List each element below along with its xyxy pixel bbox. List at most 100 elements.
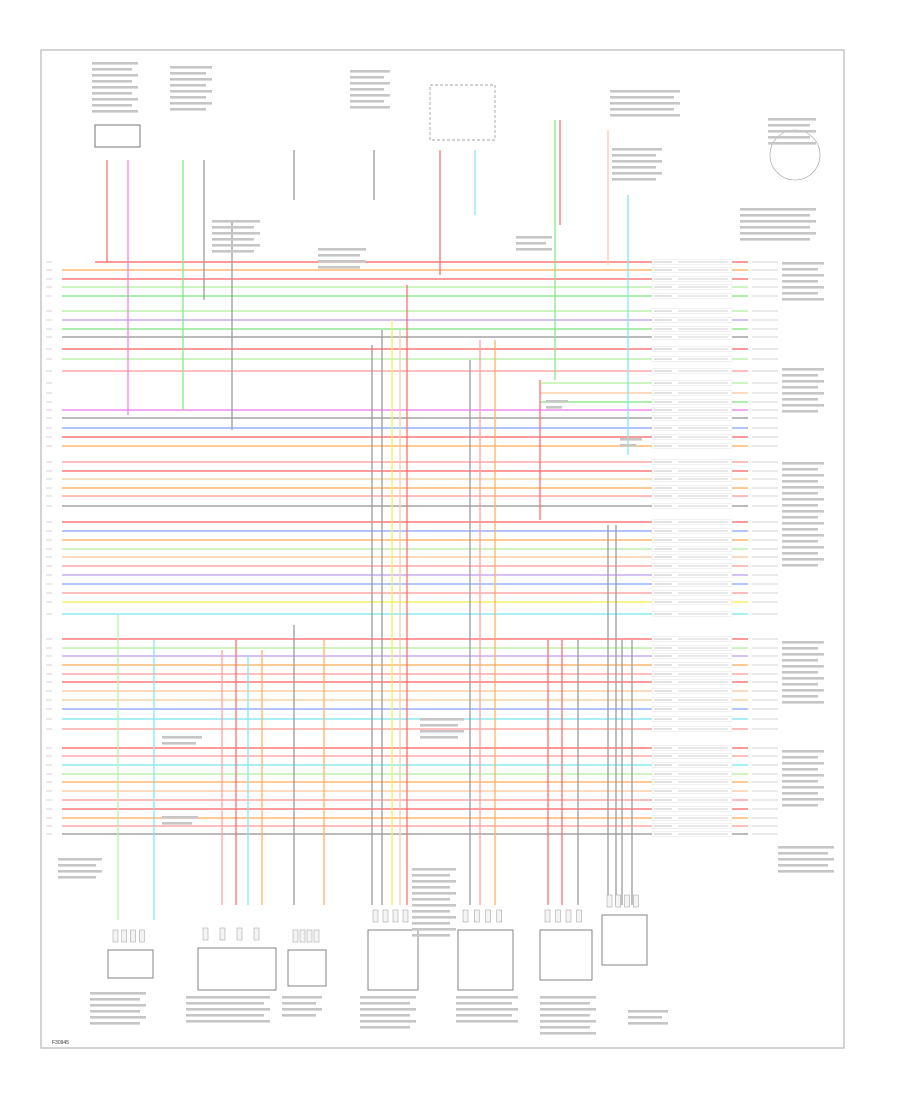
label-line	[540, 1026, 590, 1029]
connector-pin	[202, 927, 209, 941]
label-line	[170, 66, 212, 69]
bottom-connector	[197, 947, 277, 991]
label-line	[360, 1020, 416, 1023]
connector-pin	[555, 909, 561, 923]
label-line	[360, 1008, 416, 1011]
label-line	[782, 695, 818, 698]
label-line	[90, 1004, 146, 1007]
label-line	[170, 108, 206, 111]
label-line	[540, 1032, 596, 1035]
label-line	[90, 1016, 146, 1019]
connector-pin	[299, 929, 306, 943]
label-line	[350, 76, 384, 79]
label-line	[782, 462, 824, 465]
label-line	[92, 98, 138, 101]
label-line	[782, 792, 818, 795]
label-line	[92, 86, 138, 89]
label-line	[782, 546, 824, 549]
label-line	[162, 742, 196, 745]
label-line	[412, 922, 450, 925]
label-line	[782, 510, 824, 513]
bottom-connector	[287, 949, 327, 987]
label-line	[782, 804, 818, 807]
label-line	[456, 1002, 512, 1005]
label-line	[782, 558, 824, 561]
connector-pin	[292, 929, 299, 943]
label-line	[90, 998, 140, 1001]
label-line	[782, 768, 818, 771]
label-line	[282, 1014, 316, 1017]
label-line	[782, 492, 818, 495]
label-line	[360, 1026, 410, 1029]
label-line	[540, 1014, 590, 1017]
label-line	[58, 870, 102, 873]
label-line	[782, 380, 824, 383]
label-line	[186, 1014, 264, 1017]
connector-pin	[392, 909, 399, 923]
label-line	[412, 928, 456, 931]
label-line	[58, 876, 96, 879]
label-line	[92, 110, 138, 113]
label-line	[170, 84, 206, 87]
connector-pin	[306, 929, 313, 943]
label-line	[782, 474, 824, 477]
connector-pin	[624, 894, 630, 908]
label-line	[782, 286, 824, 289]
label-line	[782, 262, 824, 265]
label-line	[516, 236, 552, 239]
connector-pin	[121, 929, 127, 943]
label-line	[318, 260, 366, 263]
label-line	[318, 266, 360, 269]
label-line	[456, 1020, 518, 1023]
label-line	[212, 220, 260, 223]
label-line	[610, 108, 674, 111]
label-line	[170, 90, 212, 93]
bottom-connector	[457, 929, 514, 991]
label-line	[778, 870, 834, 873]
label-line	[740, 208, 816, 211]
label-line	[612, 178, 656, 181]
label-line	[212, 250, 254, 253]
label-line	[768, 118, 816, 121]
label-line	[546, 406, 562, 409]
connector-pin	[236, 927, 243, 941]
label-line	[782, 665, 824, 668]
label-line	[782, 701, 824, 704]
label-line	[740, 214, 810, 217]
connector-pin	[253, 927, 260, 941]
label-line	[782, 398, 818, 401]
connector-pin	[565, 909, 572, 923]
connector-pin	[496, 909, 502, 923]
connector-pin	[402, 909, 409, 923]
label-line	[540, 996, 596, 999]
label-line	[740, 220, 816, 223]
label-line	[540, 1008, 596, 1011]
label-line	[782, 798, 824, 801]
bottom-connector	[601, 914, 648, 966]
label-line	[782, 280, 818, 283]
connector-pin	[474, 909, 480, 923]
label-line	[782, 522, 824, 525]
label-line	[92, 92, 132, 95]
label-line	[782, 689, 824, 692]
label-line	[170, 102, 212, 105]
label-line	[360, 1014, 410, 1017]
label-line	[782, 564, 818, 567]
label-line	[782, 786, 824, 789]
label-line	[546, 400, 568, 403]
connector-pin	[219, 927, 226, 941]
label-line	[412, 874, 450, 877]
label-line	[782, 268, 818, 271]
label-line	[610, 90, 680, 93]
label-line	[778, 852, 828, 855]
label-line	[412, 904, 456, 907]
label-line	[212, 244, 260, 247]
connector-pin	[485, 909, 491, 923]
label-line	[628, 1022, 668, 1025]
label-line	[628, 1010, 668, 1013]
label-line	[782, 653, 824, 656]
label-line	[170, 96, 206, 99]
label-line	[350, 100, 384, 103]
label-line	[782, 516, 818, 519]
